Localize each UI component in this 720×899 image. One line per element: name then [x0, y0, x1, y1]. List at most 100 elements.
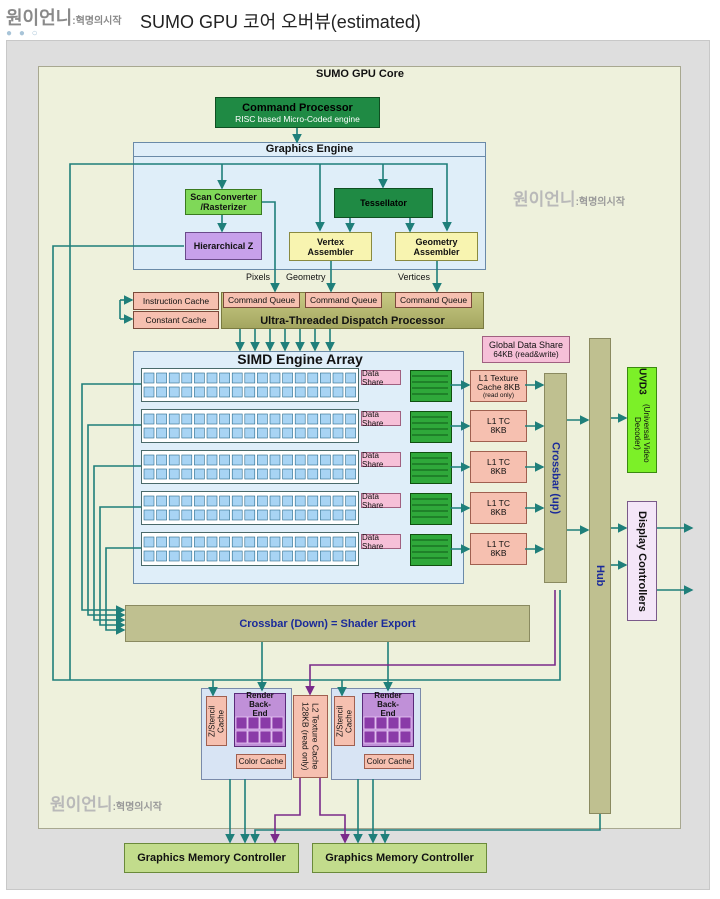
stream-core-cell — [168, 372, 180, 384]
l1-tc-size: 8KB — [490, 425, 507, 435]
stream-core-cell — [168, 495, 180, 507]
stream-core-cell — [143, 413, 155, 425]
stream-core-cell — [156, 550, 167, 562]
stream-core-cell — [269, 386, 281, 398]
stream-core-cell — [156, 509, 167, 521]
stream-core-cell — [181, 536, 193, 548]
stream-core-cell — [282, 468, 293, 480]
stream-core-cell — [231, 536, 243, 548]
command-processor-subtitle: RISC based Micro-Coded engine — [235, 113, 360, 124]
stream-core-cell — [345, 413, 356, 425]
stream-core-cell — [294, 550, 306, 562]
stream-core-cell — [269, 509, 281, 521]
stream-core-cell — [269, 413, 281, 425]
stream-core-cell — [345, 372, 356, 384]
stream-core-cell — [206, 413, 218, 425]
stream-core-cell — [231, 454, 243, 466]
stream-core-cell — [244, 413, 256, 425]
render-backend-cell — [363, 716, 376, 730]
stream-core-cell — [294, 509, 306, 521]
stream-core-cell — [143, 427, 155, 439]
stream-core-cell — [294, 454, 306, 466]
stream-core-cell — [156, 495, 167, 507]
stream-core-cell — [257, 495, 268, 507]
stream-core-cell — [231, 413, 243, 425]
stream-core-cell — [294, 427, 306, 439]
watermark-text: 원이언니 — [50, 795, 113, 814]
stream-core-cell — [294, 468, 306, 480]
stream-core-cell — [257, 509, 268, 521]
stream-core-cell — [294, 495, 306, 507]
stream-core-cell — [143, 468, 155, 480]
page-title: SUMO GPU 코어 오버뷰(estimated) — [140, 12, 421, 32]
stream-core-cell — [282, 413, 293, 425]
stream-core-cell — [168, 413, 180, 425]
stream-core-cell — [168, 536, 180, 548]
stream-core-cell — [269, 372, 281, 384]
stream-core-cell — [143, 509, 155, 521]
stream-label-pixels: Pixels — [246, 272, 271, 282]
l1-tc-size: 8KB — [490, 466, 507, 476]
stream-core-cell — [269, 454, 281, 466]
stream-core-cell — [194, 372, 205, 384]
stream-core-cell — [206, 372, 218, 384]
stream-core-cell — [345, 386, 356, 398]
command-processor-title: Command Processor — [242, 101, 353, 114]
graphics-memory-controller-2: Graphics Memory Controller — [312, 843, 487, 873]
stream-core-cell — [307, 427, 319, 439]
stream-core-cell — [320, 372, 331, 384]
stream-core-cell — [181, 550, 193, 562]
display-controllers: Display Controllers — [627, 501, 657, 621]
stream-core-cell — [219, 386, 230, 398]
hub: Hub — [589, 338, 611, 814]
l2-texture-cache-label: L2 Texture Cache 128KB (read only) — [300, 702, 321, 771]
stream-core-cell — [257, 427, 268, 439]
stream-core-cell — [156, 372, 167, 384]
data-share-2: Data Share — [361, 410, 401, 428]
l1-tc-title: L1 TC — [487, 416, 510, 426]
stream-core-cell — [257, 468, 268, 480]
stream-core-cell — [168, 427, 180, 439]
stream-core-cell — [143, 386, 155, 398]
stream-label-geometry: Geometry — [286, 272, 326, 282]
stream-core-cell — [307, 509, 319, 521]
stream-core-cell — [307, 550, 319, 562]
stream-core-cell — [181, 454, 193, 466]
graphics-engine-title: Graphics Engine — [133, 142, 486, 157]
stream-core-cell — [294, 372, 306, 384]
stream-core-cell — [231, 550, 243, 562]
stream-core-cell — [181, 495, 193, 507]
render-backend-left-label: Render Back-End — [246, 690, 274, 718]
render-backend-cell — [259, 730, 272, 744]
stream-core-cell — [219, 536, 230, 548]
render-backend-cell — [375, 716, 388, 730]
stream-core-cell — [181, 468, 193, 480]
l1-texture-cache-title: L1 Texture — [478, 372, 519, 383]
render-backend-cell — [363, 730, 376, 744]
stream-core-cell — [307, 536, 319, 548]
stream-core-cell — [257, 536, 268, 548]
stream-core-cell — [194, 413, 205, 425]
l1-tc-size: 8KB — [490, 548, 507, 558]
stream-core-cell — [282, 454, 293, 466]
stream-core-cell — [269, 495, 281, 507]
stream-core-cell — [345, 536, 356, 548]
stream-core-cell — [307, 468, 319, 480]
stream-core-cell — [206, 495, 218, 507]
stream-core-cell — [219, 427, 230, 439]
stream-core-cell — [332, 427, 344, 439]
crossbar-up-label: Crossbar (up) — [549, 441, 562, 515]
stream-core-cell — [320, 454, 331, 466]
render-backend-cell — [247, 716, 260, 730]
stream-core-cell — [282, 372, 293, 384]
stream-core-cell — [219, 454, 230, 466]
stream-core-cell — [244, 427, 256, 439]
stream-core-cell — [320, 427, 331, 439]
texture-unit-3 — [410, 452, 452, 484]
stream-core-cell — [244, 509, 256, 521]
data-share-1: Data Share — [361, 369, 401, 387]
tessellator: Tessellator — [334, 188, 433, 218]
stream-core-cell — [320, 550, 331, 562]
global-data-share: Global Data Share 64KB (read&write) — [482, 336, 570, 363]
